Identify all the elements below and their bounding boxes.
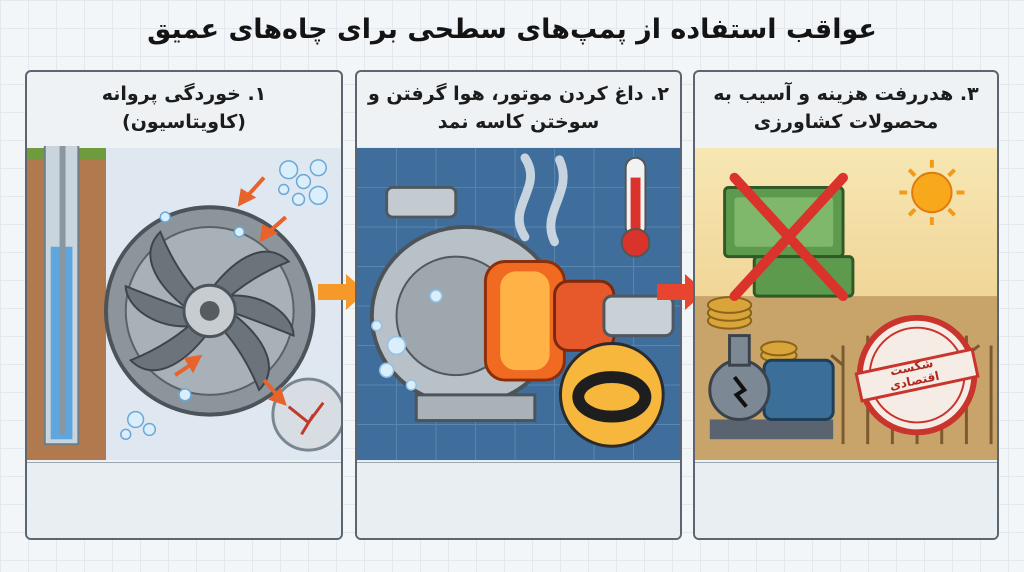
- cross-icon: [729, 172, 848, 302]
- sun-icon: [899, 159, 965, 226]
- thermometer-icon: [620, 156, 651, 258]
- bubbles-icon: [120, 159, 328, 441]
- panel-motor-overheating: ۲. داغ کردن موتور، هوا گرفتن و سوختن کاس…: [355, 70, 682, 540]
- impeller-icon: [104, 205, 316, 417]
- panel-economic-loss: ۳. هدررفت هزینه و آسیب به محصولات کشاورز…: [693, 70, 999, 540]
- panel-title-line1: ۲. داغ کردن موتور، هوا گرفتن و: [367, 83, 670, 105]
- panel-title-line1: ۳. هدررفت هزینه و آسیب به: [713, 83, 979, 105]
- panel-title-line2: (کاویتاسیون): [122, 111, 246, 133]
- pump-illustration: [357, 147, 680, 461]
- panel-title-line1: ۱. خوردگی پروانه: [101, 83, 267, 105]
- panel-title-line2: محصولات کشاورزی: [753, 111, 939, 133]
- motor-pump-icon: [708, 334, 835, 440]
- gasket-icon: [558, 342, 665, 448]
- impeller-illustration: [27, 146, 341, 461]
- stamp-icon: [854, 314, 980, 436]
- panel-title: ۳. هدررفت هزینه و آسیب به محصولات کشاورز…: [703, 80, 989, 144]
- well-pipe-icon: [27, 146, 106, 461]
- panel-footer: [27, 462, 341, 538]
- panel-title: ۱. خوردگی پروانه (کاویتاسیون): [35, 80, 333, 144]
- pump-icon: [369, 185, 675, 423]
- page-title: عواقب استفاده از پمپ‌های سطحی برای چاه‌ه…: [147, 14, 877, 45]
- panel-impeller-corrosion: ۱. خوردگی پروانه (کاویتاسیون): [25, 70, 343, 540]
- farm-loss-illustration: [695, 148, 997, 460]
- panel-footer: [695, 462, 997, 538]
- flow-arrows: [174, 176, 288, 406]
- damage-magnifier-icon: [271, 377, 341, 452]
- panel-title: ۲. داغ کردن موتور، هوا گرفتن و سوختن کاس…: [365, 80, 672, 144]
- step-arrow-1: [318, 274, 366, 310]
- panel-title-line2: سوختن کاسه نمد: [437, 111, 600, 133]
- panel-footer: [357, 462, 680, 538]
